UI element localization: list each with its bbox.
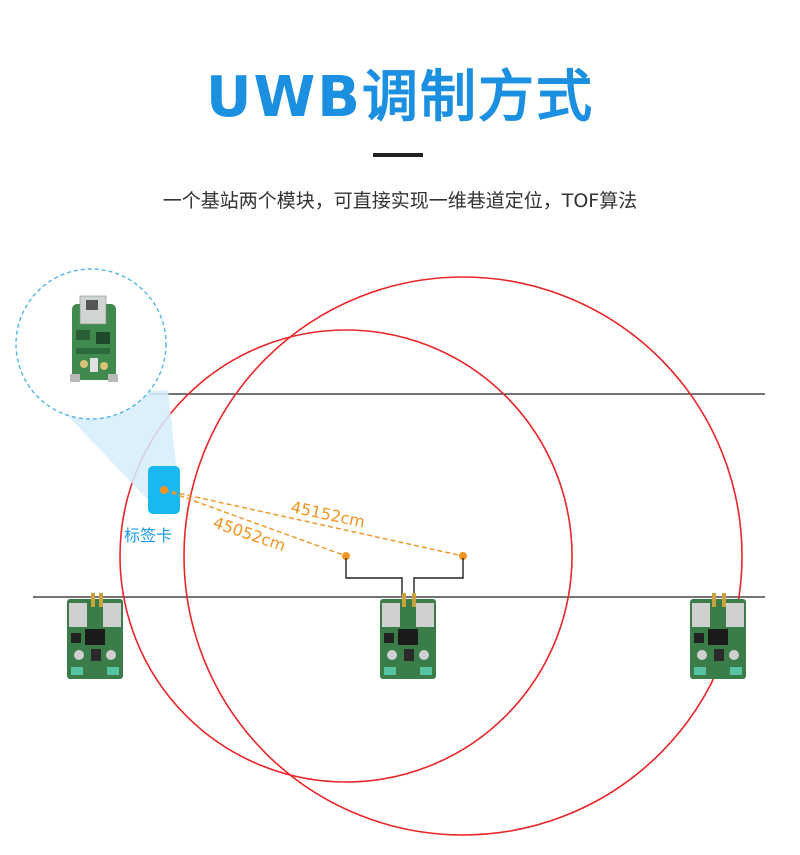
page-subtitle: 一个基站两个模块，可直接实现一维巷道定位，TOF算法 <box>162 190 638 212</box>
antenna-point-1 <box>342 552 350 560</box>
distance-label-2: 45052cm <box>211 513 288 555</box>
range-circle-small <box>119 329 573 783</box>
distance-line-2 <box>163 489 347 557</box>
page-title: UWB调制方式 <box>206 65 594 130</box>
antenna-wire-2 <box>413 558 464 596</box>
distance-label-1: 45152cm <box>289 497 367 531</box>
base-station-left <box>67 593 123 679</box>
base-station-right <box>690 593 746 679</box>
tag-card-label: 标签卡 <box>124 526 173 545</box>
antenna-wire-1 <box>345 558 403 596</box>
range-circle-large <box>183 276 743 836</box>
title-underline <box>373 153 423 157</box>
distance-line-1 <box>163 489 464 557</box>
base-station-center <box>380 593 436 679</box>
antenna-point-2 <box>459 552 467 560</box>
tag-module-image <box>70 295 118 382</box>
